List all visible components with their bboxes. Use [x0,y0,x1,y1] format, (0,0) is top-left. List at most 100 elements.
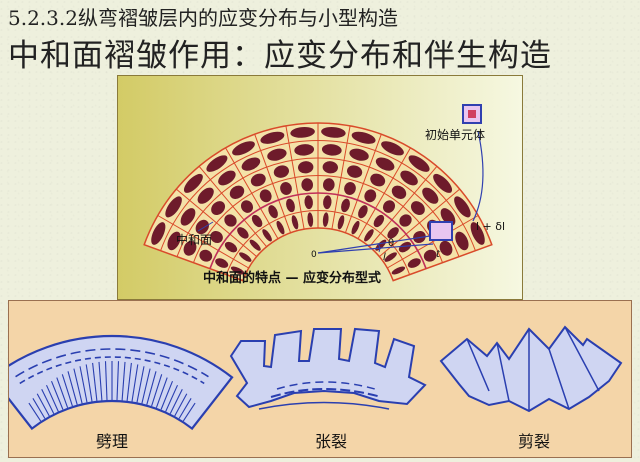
strain-ellipse [183,240,197,256]
strain-ellipse [391,185,407,199]
tension-base-line [258,401,390,410]
strain-ellipse [210,230,223,244]
cleavage-stroke [182,402,196,422]
strain-ellipse [215,258,229,268]
grid-radial [378,188,461,257]
strain-ellipse [370,173,386,187]
cleavage-stroke [85,364,93,402]
strain-ellipse [239,252,252,262]
neutral-surface-pointer [197,221,214,232]
cleavage-stroke [136,366,145,403]
cleavage-dashed-arc [19,356,205,385]
cleavage-stroke [151,374,163,407]
cleavage-stroke [41,389,55,414]
strain-ellipse [422,187,439,204]
shear-fracture-lines [466,326,622,411]
strain-ellipse [439,240,453,256]
cleavage-stroke [126,362,132,401]
strain-ellipse [165,196,182,218]
page-title: 中和面褶皱作用：应变分布和伴生构造 [8,38,552,74]
cleavage-stroke [73,368,83,404]
section-subtitle: 5.2.3.2纵弯褶皱层内的应变分布与小型构造 [8,6,398,30]
cleavage-stroke [92,362,98,401]
cleavage-stroke [50,380,64,410]
strain-ellipse [224,241,238,253]
cleavage-stroke [28,402,42,422]
cleavage-stroke [36,393,50,417]
neutral-surface-diagram: 初始单元体 0 θ l t l + δl 中和面 中和面的特点 — 应变分布型式 [117,75,523,300]
strain-ellipse [218,170,236,186]
strain-ellipse [323,195,332,210]
strain-ellipse [349,148,369,161]
strain-ellipse [399,214,412,227]
folded-layer-fan [143,122,493,282]
tension-fold-shape [229,327,427,409]
strain-ellipse [433,173,453,193]
strain-ellipse [423,249,437,262]
fan-diagram-svg: 初始单元体 0 θ l t l + δl 中和面 中和面的特点 — 应变分布型式 [118,76,522,299]
strain-ellipse [151,222,166,245]
t-label: t [436,249,441,260]
strain-ellipse [321,144,342,156]
cleavage-fan-shape [9,334,234,431]
strain-ellipse [351,220,360,235]
strain-ellipse [250,173,266,187]
tension-inner-arc [270,388,382,398]
strain-ellipse [224,214,237,227]
strain-ellipse [358,205,368,219]
origin-label: 0 [311,250,317,260]
grid-radial [387,215,479,269]
cleavage-stroke [146,371,157,405]
strain-ellipse [267,148,287,161]
grid-radial [331,125,351,230]
strain-ellipse [260,131,285,144]
strain-ellipse [273,165,290,178]
tension-fracture-label: 张裂 [315,432,347,451]
strain-ellipse [341,198,350,213]
initial-cell-arrow [472,130,484,222]
cleavage-stroke [45,384,59,412]
strain-ellipse [259,189,272,203]
strain-ellipse [268,205,278,219]
cleavage-stroke [174,393,188,417]
strain-ellipse [307,212,314,227]
strain-ellipse [290,127,315,138]
strain-ellipse [206,155,228,172]
cleavage-stroke [79,366,88,403]
grid-radial [369,165,438,248]
strain-ellipse [230,266,245,275]
strain-ellipse [167,231,181,251]
strain-ellipse [321,127,346,138]
strain-ellipse [455,231,469,251]
strain-ellipse [382,200,396,213]
cleavage-stroke [61,374,73,407]
ray-lower [317,243,434,254]
strain-ellipse [373,214,385,228]
diagram-caption: 中和面的特点 — 应变分布型式 [203,270,381,286]
cleavage-stroke [169,389,183,414]
cleavage-label: 劈理 [96,432,128,451]
strain-ellipse [249,239,261,251]
strain-ellipse [364,189,377,203]
strain-ellipse [408,155,430,172]
strain-ellipse [298,161,314,174]
theta-arc [377,243,381,253]
strain-ellipse [400,170,418,186]
strain-ellipse [346,165,363,178]
cleavage-lines [15,348,209,422]
strain-ellipse [387,227,399,239]
strain-ellipse [286,198,295,213]
strain-ellipse [413,230,426,244]
strain-ellipse [280,182,292,195]
neutral-surface-label: 中和面 [176,232,212,247]
initial-cell-label: 初始单元体 [425,128,485,142]
cleavage-stroke [141,368,151,404]
tension-fold-sketch [229,327,427,410]
grid-radial [357,147,411,239]
grid-radial [254,134,292,233]
strain-ellipse [291,215,299,230]
cleavage-stroke [104,361,108,401]
cleavage-stroke [160,380,174,410]
strain-ellipse [199,249,213,262]
grid-radial [175,188,258,257]
